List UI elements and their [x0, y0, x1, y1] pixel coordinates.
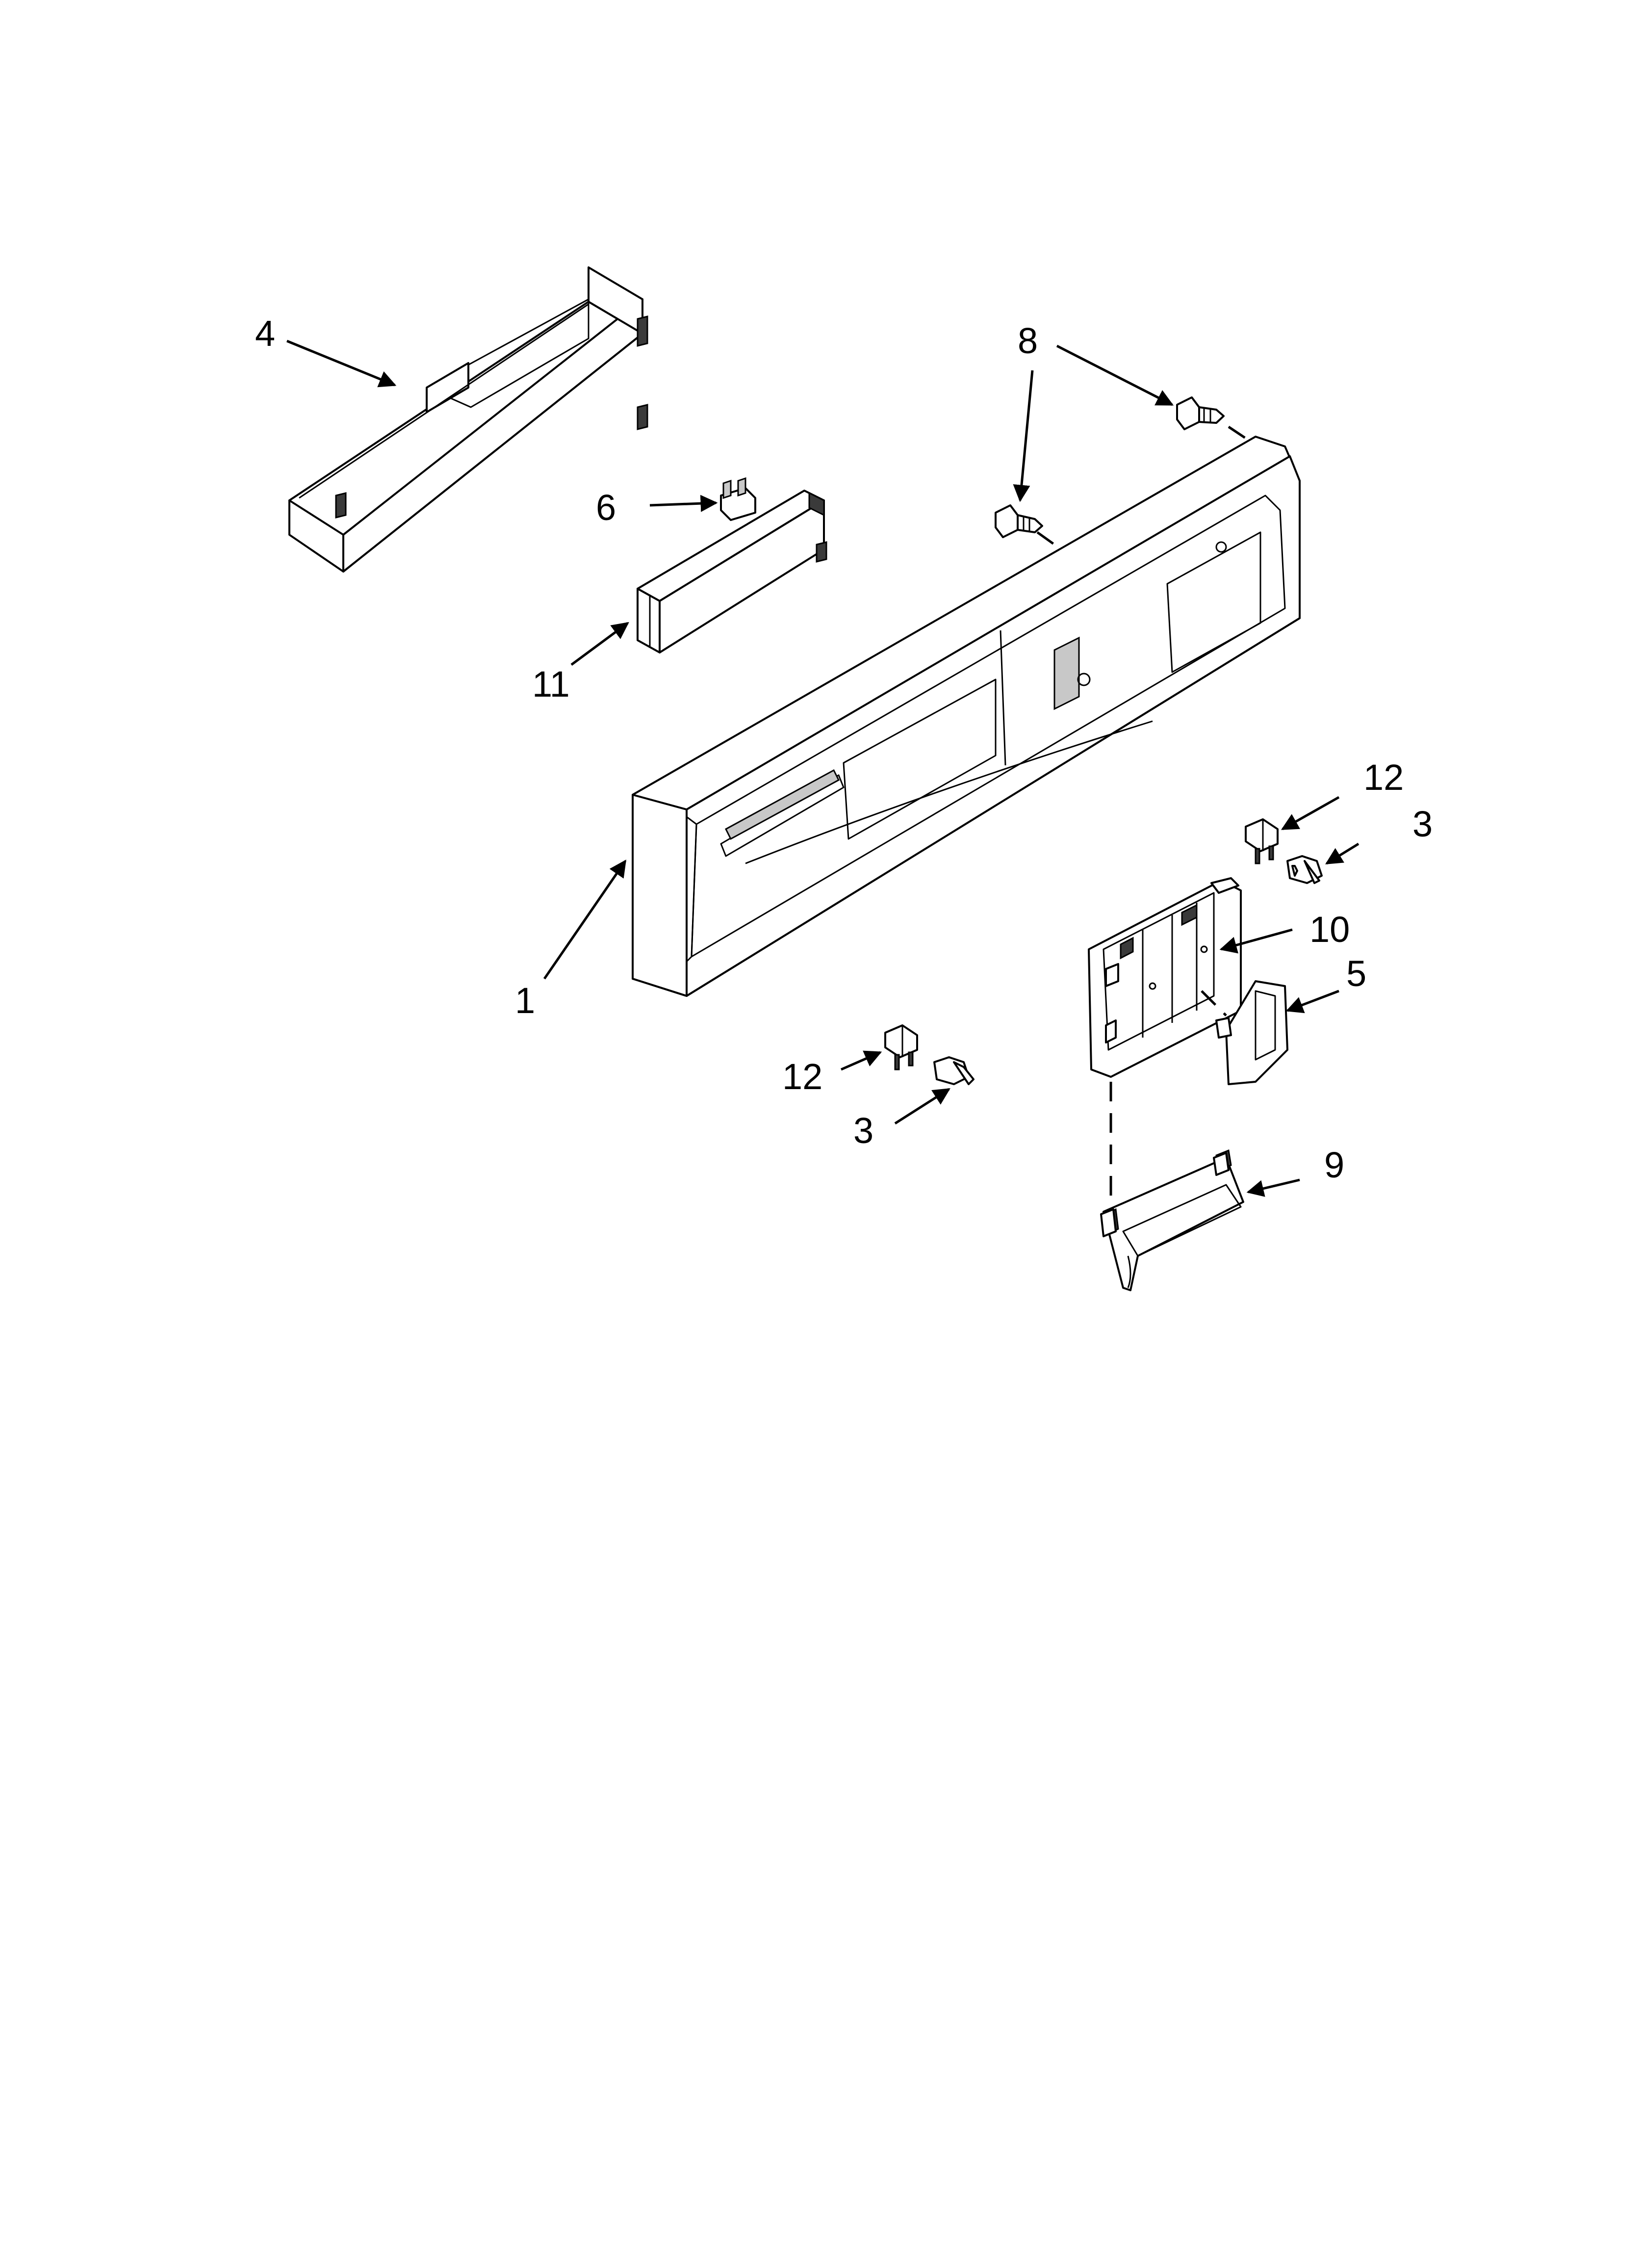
part-12-clip-lower	[884, 1024, 918, 1070]
part-3-screw-upper	[1286, 855, 1323, 884]
callout-6: 6	[596, 487, 616, 528]
callout-11: 11	[532, 664, 570, 704]
callout-10: 10	[1309, 909, 1350, 950]
part-8-screw-lower	[995, 504, 1043, 538]
part-9-handle	[1100, 1149, 1244, 1291]
callout-12-upper: 12	[1363, 757, 1404, 798]
callout-4: 4	[255, 313, 275, 354]
part-12-clip-upper	[1245, 818, 1279, 864]
assembly-line-8-lower	[1036, 531, 1055, 546]
assembly-line-8-upper	[1228, 425, 1252, 443]
part-8-screw-upper	[1176, 396, 1225, 430]
part-10-bracket	[1088, 877, 1242, 1078]
part-3-screw-lower	[933, 1056, 975, 1085]
callout-3-lower: 3	[853, 1110, 873, 1151]
callout-12-lower: 12	[782, 1056, 822, 1097]
assembly-line-5-10	[1201, 990, 1227, 1017]
callout-5: 5	[1346, 953, 1366, 994]
part-4-panel-cover	[288, 266, 648, 573]
part-5-clip	[1215, 980, 1288, 1085]
part-1-control-panel-console	[632, 436, 1301, 997]
leader-lines	[286, 339, 1360, 1197]
callout-8: 8	[1018, 320, 1038, 361]
callout-1: 1	[515, 980, 535, 1021]
part-6-clip	[720, 477, 756, 521]
callout-3-upper: 3	[1412, 804, 1433, 844]
callout-9: 9	[1324, 1145, 1344, 1185]
part-11-control-module	[637, 490, 827, 653]
